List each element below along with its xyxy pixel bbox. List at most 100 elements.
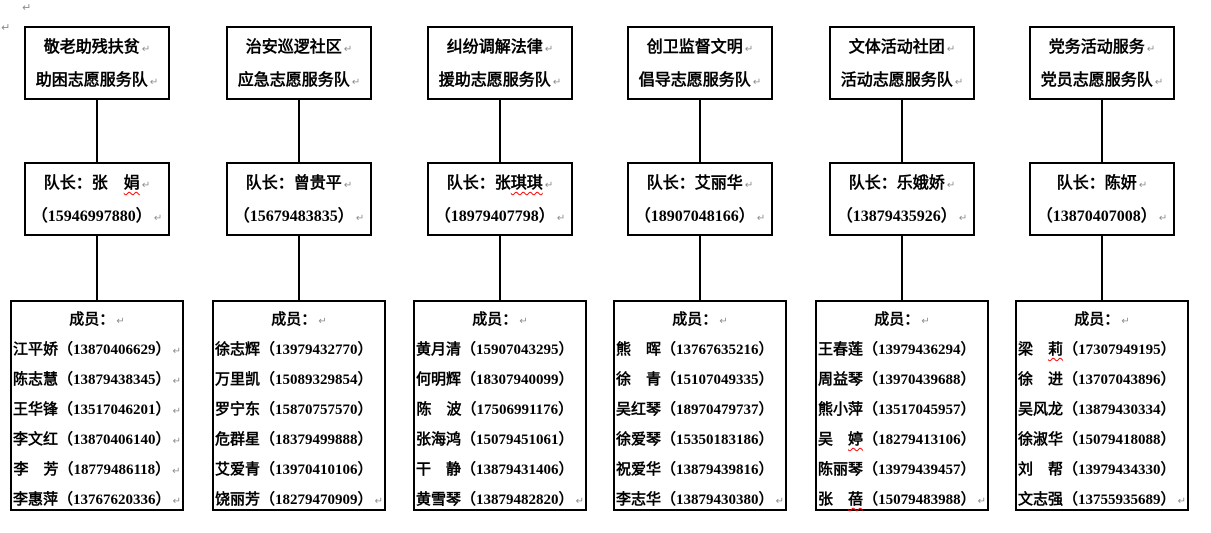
team-name-line: 应急志愿服务队↵ [228,65,370,98]
members-box[interactable]: 成员：↵ 梁 莉（17307949195）↵ 徐 进（13707043896）↵… [1015,300,1189,511]
member-row: 陈 波（17506991176）↵ [415,396,585,426]
paragraph-mark-icon: ↵ [519,316,528,327]
team-name-line: 活动志愿服务队↵ [831,65,973,98]
member-phone-text: （13879430334） [1063,402,1176,418]
members-box[interactable]: 成员：↵ 黄月清（15907043295）↵ 何明辉（18307940099）↵… [413,300,587,511]
leader-phone-text: （18979407798） [434,208,555,225]
paragraph-mark-icon: ↵ [141,44,151,55]
paragraph-mark-icon: ↵ [355,213,365,224]
member-name-text: 张 蓓 [818,492,864,508]
leader-name-text: 队长：张 娟 [43,175,140,192]
paragraph-mark-icon: ↵ [775,496,784,507]
members-box[interactable]: 成员：↵ 熊 晖（13767635216）↵ 徐 青（15107049335）↵… [613,300,787,511]
members-list: 江平娇（13870406629）↵ 陈志慧（13879438345）↵ 王华锋（… [12,336,182,516]
team-name-box[interactable]: 创卫监督文明↵ 倡导志愿服务队↵ [627,26,773,100]
members-box[interactable]: 成员：↵ 江平娇（13870406629）↵ 陈志慧（13879438345）↵… [10,300,184,511]
connector-line [298,100,300,162]
paragraph-mark-icon: ↵ [752,77,762,88]
team-name-box[interactable]: 纠纷调解法律↵ 援助志愿服务队↵ [427,26,573,100]
paragraph-mark-icon: ↵ [1138,180,1148,191]
members-box[interactable]: 成员：↵ 王春莲（13979436294）↵ 周益琴（13970439688）↵… [815,300,989,511]
connector-line [901,100,903,162]
connector-line [1101,236,1103,300]
members-header-text: 成员： [874,312,920,328]
member-row: 李 芳（18779486118）↵ [12,456,182,486]
member-name-text: 吴 婷 [818,432,864,448]
member-phone-text: （13517045957） [863,402,976,418]
member-phone-text: （15079451061） [461,432,574,448]
member-phone-text: （13755935689） [1063,492,1176,508]
member-name-text: 李志华 [616,492,662,508]
leader-box[interactable]: 队长：张 娟↵ （15946997880）↵ [24,162,170,236]
team-name-box[interactable]: 敬老助残扶贫↵ 助困志愿服务队↵ [24,26,170,100]
member-row: 李志华（13879430380）↵ [615,486,785,516]
team-name-text: 助困志愿服务队 [35,72,148,89]
team-name-text: 援助志愿服务队 [438,72,551,89]
team-column: 纠纷调解法律↵ 援助志愿服务队↵ 队长：张琪琪↵ （18979407798）↵ … [413,0,587,533]
member-phone-text: （17307949195） [1063,342,1176,358]
members-header-text: 成员： [672,312,718,328]
member-name-text: 黄月清 [416,342,462,358]
member-row: 危群星（18379499888）↵ [214,426,384,456]
paragraph-mark-icon: ↵ [1146,44,1156,55]
member-row: 张海鸿（15079451061）↵ [415,426,585,456]
member-phone-text: （13517046201） [58,402,171,418]
paragraph-mark-icon: ↵ [556,213,566,224]
member-row: 吴风龙（13879430334）↵ [1017,396,1187,426]
member-phone-text: （13879482820） [461,492,574,508]
member-name-text: 陈志慧 [13,372,59,388]
member-row: 陈志慧（13879438345）↵ [12,366,182,396]
members-list: 熊 晖（13767635216）↵ 徐 青（15107049335）↵ 吴红琴（… [615,336,785,516]
member-phone-text: （13870406629） [58,342,171,358]
leader-name-line: 队长：乐娥娇↵ [831,168,973,201]
team-name-text: 党员志愿服务队 [1040,72,1153,89]
member-name-text: 李惠萍 [13,492,59,508]
paragraph-mark-icon: ↵ [1177,496,1186,507]
member-row: 干 静（13879431406）↵ [415,456,585,486]
paragraph-mark-icon: ↵ [575,496,584,507]
leader-phone-line: （15946997880）↵ [26,201,168,234]
team-name-line: 党员志愿服务队↵ [1031,65,1173,98]
connector-line [96,100,98,162]
members-box[interactable]: 成员：↵ 徐志辉（13979432770）↵ 万里凯（15089329854）↵… [212,300,386,511]
leader-name-line: 队长：艾丽华↵ [629,168,771,201]
leader-name-text: 队长：艾丽华 [646,175,743,192]
member-row: 祝爱华（13879439816）↵ [615,456,785,486]
member-phone-text: （15870757570） [260,402,373,418]
member-row: 徐 进（13707043896）↵ [1017,366,1187,396]
team-name-line: 创卫监督文明↵ [629,32,771,65]
member-phone-text: （13879430380） [661,492,774,508]
leader-box[interactable]: 队长：曾贵平↵ （15679483835）↵ [226,162,372,236]
member-row: 徐爱琴（15350183186）↵ [615,426,785,456]
leader-name-text: 队长：曾贵平 [245,175,342,192]
connector-line [699,100,701,162]
member-row: 饶丽芳（18279470909）↵ [214,486,384,516]
leader-name-text: 队长：张琪琪 [446,175,543,192]
member-row: 张 蓓（15079483988）↵ [817,486,987,516]
paragraph-mark-icon: ↵ [374,496,383,507]
team-name-line: 治安巡逻社区↵ [228,32,370,65]
leader-box[interactable]: 队长：艾丽华↵ （18907048166）↵ [627,162,773,236]
member-phone-text: （18379499888） [260,432,373,448]
paragraph-mark-icon: ↵ [343,180,353,191]
member-phone-text: （13879438345） [58,372,171,388]
member-row: 黄月清（15907043295）↵ [415,336,585,366]
paragraph-mark-icon: ↵ [552,77,562,88]
member-phone-text: （15089329854） [260,372,373,388]
leader-box[interactable]: 队长：乐娥娇↵ （13879435926）↵ [829,162,975,236]
team-name-box[interactable]: 党务活动服务↵ 党员志愿服务队↵ [1029,26,1175,100]
leader-box[interactable]: 队长：陈妍↵ （13870407008）↵ [1029,162,1175,236]
team-name-text: 文体活动社团 [848,39,945,56]
member-phone-text: （13879439816） [661,462,774,478]
team-name-box[interactable]: 文体活动社团↵ 活动志愿服务队↵ [829,26,975,100]
team-name-box[interactable]: 治安巡逻社区↵ 应急志愿服务队↵ [226,26,372,100]
member-row: 刘 帮（13979434330）↵ [1017,456,1187,486]
connector-line [96,236,98,300]
member-phone-text: （18779486118） [58,462,171,478]
member-name-text: 李 芳 [13,462,59,478]
member-name-text: 干 静 [416,462,462,478]
leader-box[interactable]: 队长：张琪琪↵ （18979407798）↵ [427,162,573,236]
member-name-text: 徐爱琴 [616,432,662,448]
member-name-text: 艾爱青 [215,462,261,478]
leader-phone-text: （18907048166） [634,208,755,225]
